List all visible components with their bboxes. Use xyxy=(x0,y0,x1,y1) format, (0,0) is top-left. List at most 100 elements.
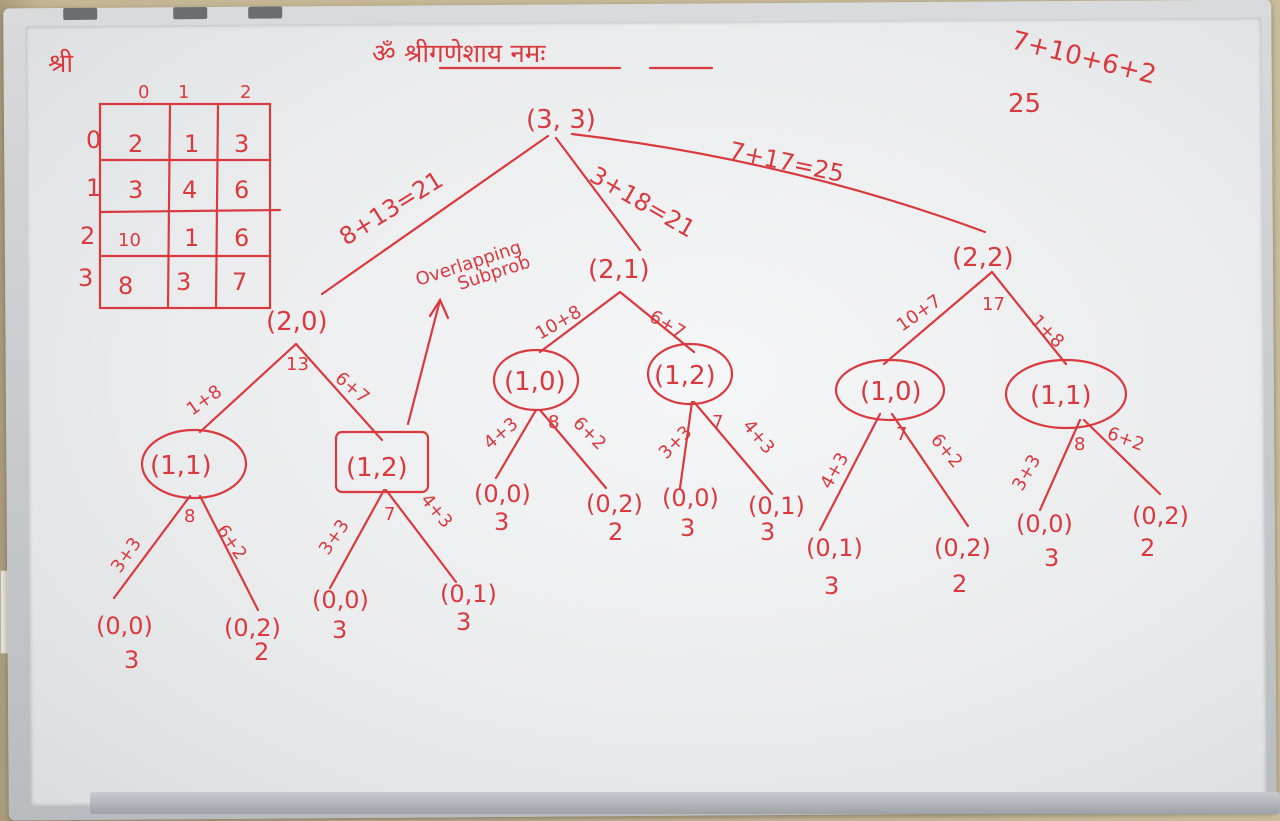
marker-tray xyxy=(90,792,1280,814)
tree-leaf-node: (0,0) xyxy=(1016,510,1073,538)
matrix-cell: 8 xyxy=(118,272,133,300)
tree-edge-label: 6+2 xyxy=(212,521,251,564)
tree-node: (2,2) xyxy=(952,243,1014,273)
tree-leaf-cost: 2 xyxy=(952,570,967,598)
tree-leaf-node: (0,0) xyxy=(96,612,153,640)
node-circle xyxy=(834,358,946,422)
node-circle xyxy=(646,342,734,406)
matrix-row-label: 0 xyxy=(86,126,101,154)
tree-leaf-cost: 3 xyxy=(824,572,839,600)
tree-edge-label: 6+7 xyxy=(646,306,689,343)
tree-leaf-cost: 2 xyxy=(1140,534,1155,562)
matrix-cell: 3 xyxy=(128,176,143,204)
tree-node: (1,2) xyxy=(654,361,716,391)
tree-leaf-node: (0,0) xyxy=(474,480,531,508)
tree-edge xyxy=(494,408,538,480)
tree-edge xyxy=(618,290,696,354)
tree-node: (1,1) xyxy=(150,451,212,481)
node-box xyxy=(334,430,430,494)
tree-edge xyxy=(1038,418,1082,512)
tree-edge xyxy=(198,494,260,612)
matrix-border xyxy=(98,102,272,310)
matrix-cell: 1 xyxy=(184,224,199,252)
node-circle xyxy=(492,348,580,412)
matrix-col-label: 0 xyxy=(138,82,149,103)
tree-leaf-node: (0,2) xyxy=(1132,502,1189,530)
tree-node: (1,2) xyxy=(346,453,408,483)
invocation-text: ॐ श्रीगणेशाय नमः xyxy=(372,38,546,69)
matrix-col-label: 1 xyxy=(178,82,189,103)
tree-leaf-node: (0,1) xyxy=(748,492,805,520)
tree-edge-label: 3+3 xyxy=(1008,451,1045,494)
tree-leaf-cost: 3 xyxy=(680,514,695,542)
tree-leaf-cost: 3 xyxy=(1044,544,1059,572)
matrix-row-label: 2 xyxy=(80,222,95,250)
tree-edge xyxy=(678,400,694,490)
sum-expression: 7+10+6+2 xyxy=(1008,26,1159,91)
tree-leaf-node: (0,0) xyxy=(312,586,369,614)
matrix-cell: 4 xyxy=(182,176,197,204)
tree-edge xyxy=(818,412,882,532)
tree-leaf-node: (0,1) xyxy=(806,534,863,562)
tree-edge-label: 3+3 xyxy=(315,516,354,559)
tree-edge-label: 3+18=21 xyxy=(585,161,700,244)
tree-root-node: (3, 3) xyxy=(526,105,596,135)
tree-edge xyxy=(294,342,384,442)
tree-edge xyxy=(320,134,550,296)
tree-edge-label: 7 xyxy=(896,424,907,445)
tree-leaf-cost: 3 xyxy=(760,518,775,546)
tree-node: (1,1) xyxy=(1030,381,1092,411)
tree-edge-label: 6+2 xyxy=(1104,423,1147,456)
tree-edge-label: 6+7 xyxy=(331,368,374,409)
tree-edge-label: 8 xyxy=(548,412,559,433)
matrix-cell: 6 xyxy=(234,176,249,204)
tree-leaf-cost: 3 xyxy=(332,616,347,644)
tree-leaf-node: (0,0) xyxy=(662,484,719,512)
tree-leaf-cost: 3 xyxy=(494,508,509,536)
tree-edge-label: 8+13=21 xyxy=(334,166,448,252)
tree-edge xyxy=(384,488,458,584)
matrix-cell: 2 xyxy=(128,130,143,158)
tree-edge-label: 8 xyxy=(184,506,195,527)
matrix-cell: 7 xyxy=(232,268,247,296)
tree-edge xyxy=(198,342,298,434)
matrix-cell: 3 xyxy=(234,130,249,158)
tree-edge-label: 4+3 xyxy=(416,490,457,533)
tree-edge xyxy=(570,132,987,234)
tree-leaf-node: (0,2) xyxy=(586,490,643,518)
node-circle xyxy=(140,428,248,500)
tree-edge xyxy=(538,408,608,490)
tree-node: (2,0) xyxy=(266,307,328,337)
matrix-cell: 1 xyxy=(184,130,199,158)
shri-mark: श्री xyxy=(48,48,74,79)
tree-edge-label: 3+3 xyxy=(655,422,697,464)
tree-edge xyxy=(538,290,622,354)
matrix-row-label: 1 xyxy=(86,174,101,202)
matrix-cell: 3 xyxy=(176,268,191,296)
tree-edge-label: 7 xyxy=(384,504,395,525)
matrix-col-divider xyxy=(214,102,220,310)
tree-edge xyxy=(882,270,994,366)
tree-edge-label: 17 xyxy=(982,294,1005,315)
matrix-row-divider xyxy=(98,208,282,214)
tree-edge-label: 6+2 xyxy=(926,430,967,473)
tree-edge xyxy=(692,400,774,496)
tree-edge xyxy=(890,412,970,528)
tree-edge-label: 4+3 xyxy=(738,416,779,459)
tree-leaf-node: (0,2) xyxy=(224,614,281,642)
tree-node: (1,0) xyxy=(860,377,922,407)
tree-edge-label: 6+2 xyxy=(568,413,610,455)
tree-edge xyxy=(554,136,642,252)
tree-edge-label: 13 xyxy=(286,354,309,375)
tree-leaf-cost: 2 xyxy=(254,638,269,666)
tree-edge-label: 7+17=25 xyxy=(727,136,847,188)
matrix-row-label: 3 xyxy=(78,264,93,292)
tree-edge-label: 10+7 xyxy=(893,291,946,337)
tree-node: (2,1) xyxy=(588,255,650,285)
tree-leaf-node: (0,1) xyxy=(440,580,497,608)
sum-result: 25 xyxy=(1008,89,1041,119)
annotation-arrow xyxy=(406,298,442,426)
tree-edge xyxy=(112,494,192,600)
tree-leaf-node: (0,2) xyxy=(934,534,991,562)
cost-matrix: 0 1 2 0 1 2 3 2 1 3 3 4 6 10 1 6 8 3 7 xyxy=(78,82,282,310)
